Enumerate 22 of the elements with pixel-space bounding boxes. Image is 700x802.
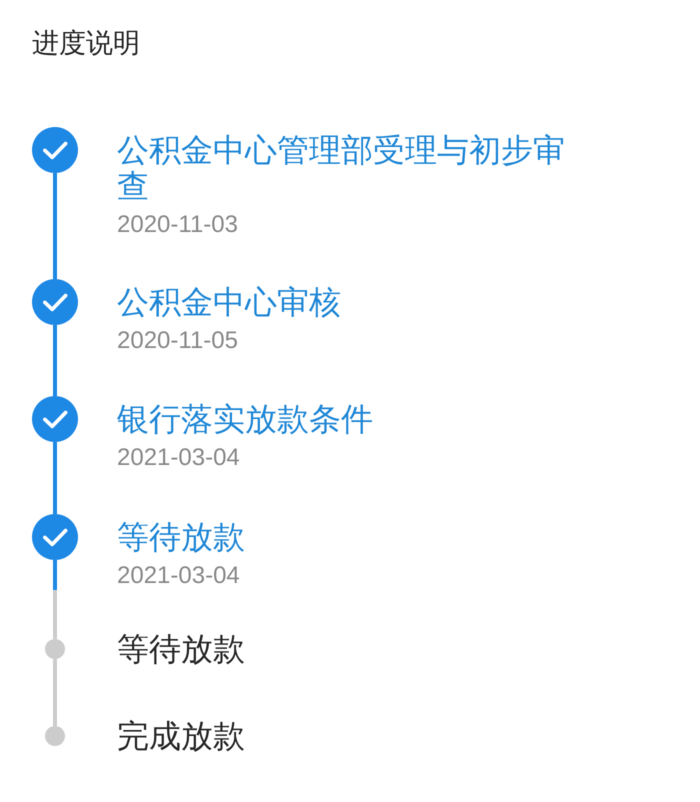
timeline-line	[53, 442, 57, 514]
timeline-line	[53, 659, 57, 726]
check-circle-icon	[32, 396, 78, 442]
step-title: 银行落实放款条件	[117, 401, 374, 437]
step-title: 公积金中心审核	[117, 284, 342, 320]
step-date: 2020-11-03	[117, 210, 239, 240]
step-date: 2021-03-04	[117, 561, 241, 591]
check-circle-icon	[32, 127, 78, 173]
dot-icon	[45, 639, 65, 659]
step-title: 等待放款	[117, 519, 246, 555]
step-title: 公积金中心管理部受理与初步审查	[117, 132, 566, 204]
check-circle-icon	[32, 279, 78, 325]
timeline-line	[53, 325, 57, 396]
step-title: 完成放款	[117, 718, 246, 754]
step-date: 2021-03-04	[117, 443, 241, 473]
check-circle-icon	[32, 514, 78, 560]
timeline-line	[53, 173, 57, 279]
timeline-line	[53, 560, 57, 639]
step-title: 等待放款	[117, 631, 246, 667]
step-date: 2020-11-05	[117, 326, 239, 356]
page-title: 进度说明	[32, 27, 140, 61]
dot-icon	[45, 726, 65, 746]
